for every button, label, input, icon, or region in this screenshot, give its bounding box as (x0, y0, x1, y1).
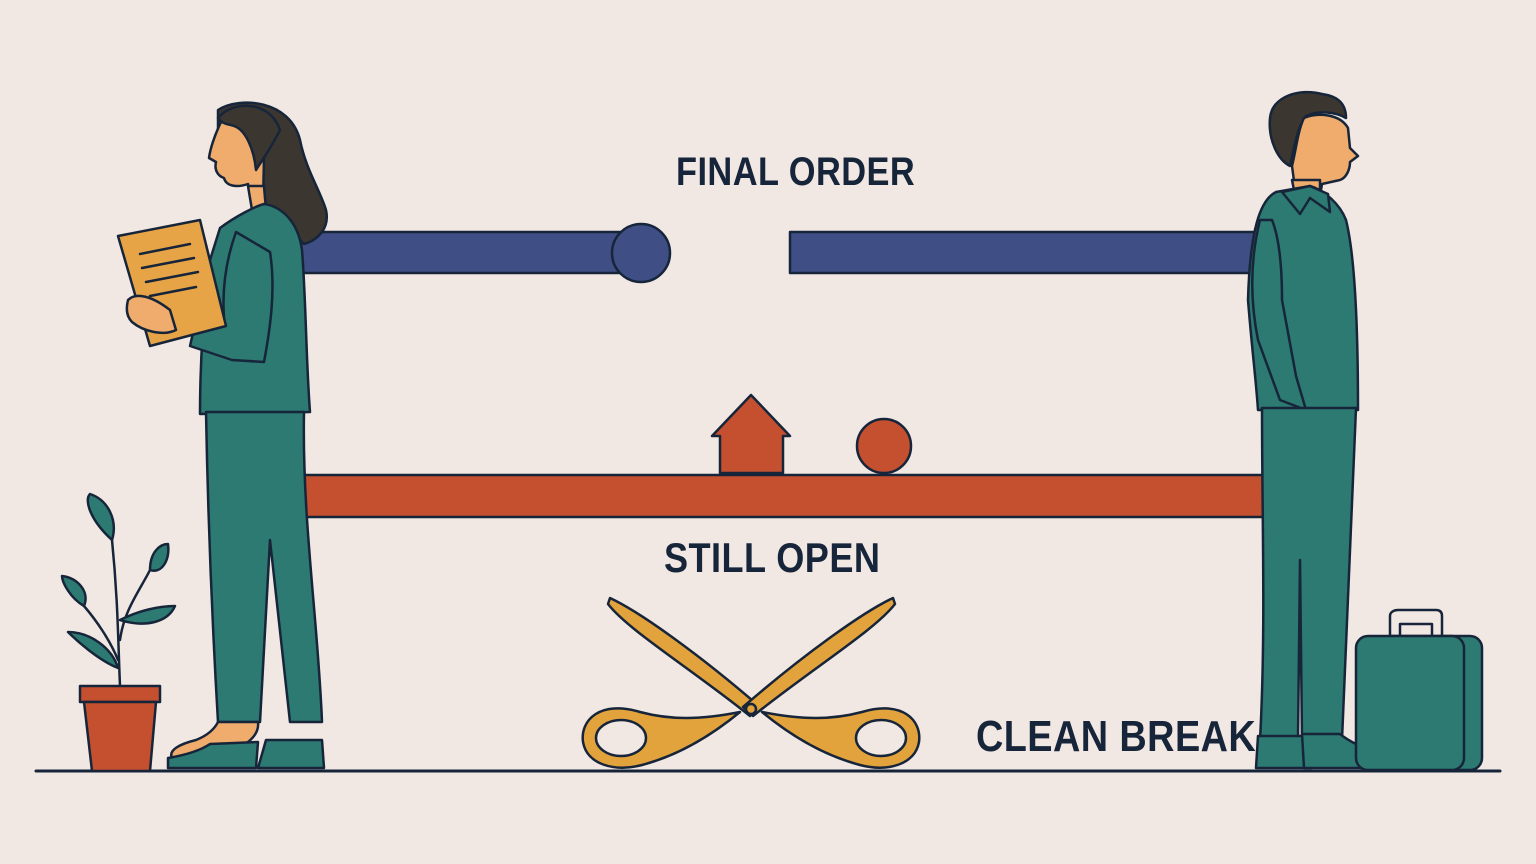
suitcase-icon (1354, 608, 1484, 772)
woman-figure (116, 101, 329, 770)
final-order-label: FINAL ORDER (676, 150, 916, 194)
man-figure (1246, 90, 1384, 770)
house-icon (710, 393, 792, 475)
still-open-label: STILL OPEN (664, 534, 881, 581)
plant-icon (60, 492, 177, 773)
final-order-bar-right (788, 230, 1267, 275)
scissors-icon (581, 596, 921, 769)
bar-knob (610, 222, 672, 284)
clean-break-label: CLEAN BREAK (976, 712, 1257, 761)
still-open-bar (294, 473, 1276, 519)
ball-icon (855, 417, 913, 475)
final-order-bar-left (288, 222, 672, 284)
